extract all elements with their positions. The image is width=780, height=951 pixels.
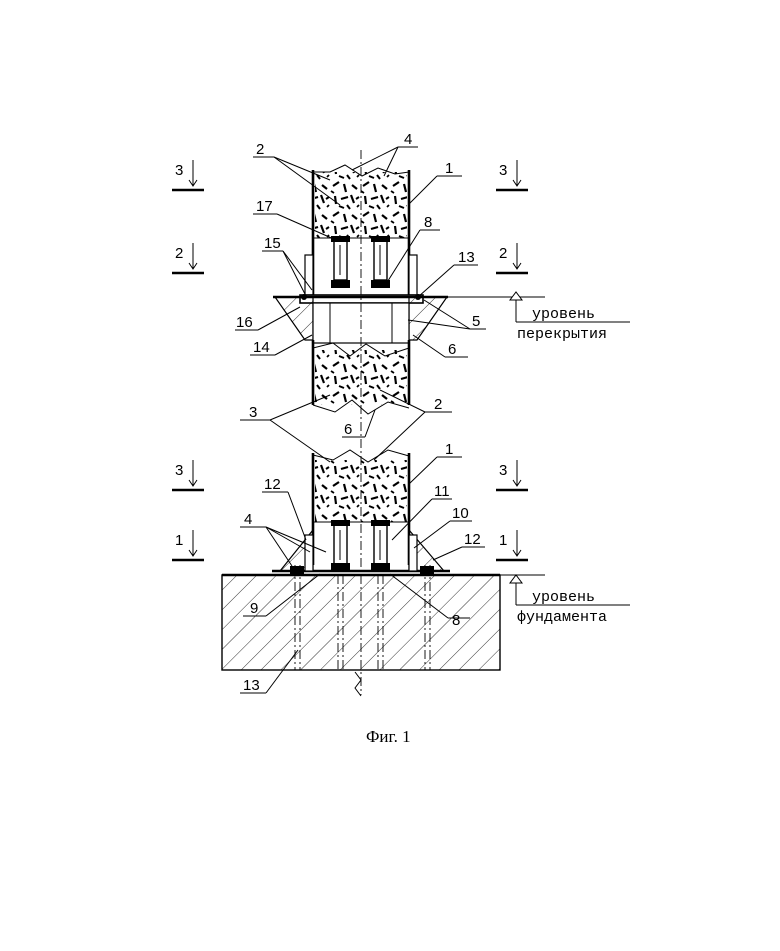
callout-8-lower: 8 bbox=[452, 612, 460, 629]
floor-joint bbox=[273, 294, 448, 343]
foundation-level-label-2: фундамента bbox=[517, 609, 607, 626]
section-mark-upper-right-3: 3 bbox=[496, 160, 528, 190]
callout-13-top: 13 bbox=[458, 249, 475, 266]
svg-text:1: 1 bbox=[175, 532, 183, 549]
section-mark-upper-right-2: 2 bbox=[496, 243, 528, 273]
floor-level-label-1: уровень bbox=[532, 306, 595, 323]
break-mark-bottom bbox=[355, 672, 361, 696]
callout-8-top: 8 bbox=[424, 214, 432, 231]
figure-caption: Фиг. 1 bbox=[366, 727, 411, 746]
callout-14: 14 bbox=[253, 339, 270, 356]
svg-text:3: 3 bbox=[175, 462, 183, 479]
callout-6-middle: 6 bbox=[344, 421, 352, 438]
callout-13-lower: 13 bbox=[243, 677, 260, 694]
foundation-level-mark: уровень фундамента bbox=[500, 575, 630, 626]
section-mark-lower-right-3: 3 bbox=[496, 460, 528, 490]
callout-2-middle: 2 bbox=[434, 396, 442, 413]
callout-6-upper: 6 bbox=[448, 341, 456, 358]
section-mark-lower-right-1: 1 bbox=[496, 530, 528, 560]
callout-5: 5 bbox=[472, 313, 480, 330]
svg-text:1: 1 bbox=[499, 532, 507, 549]
section-mark-lower-left-1: 1 bbox=[172, 530, 204, 560]
callout-12-right: 12 bbox=[464, 531, 481, 548]
callout-2-top: 2 bbox=[256, 141, 264, 158]
callout-3: 3 bbox=[249, 404, 257, 421]
callout-16: 16 bbox=[236, 314, 253, 331]
callout-10: 10 bbox=[452, 505, 469, 522]
callout-11: 11 bbox=[434, 483, 450, 500]
svg-text:2: 2 bbox=[175, 245, 183, 262]
svg-text:2: 2 bbox=[499, 245, 507, 262]
svg-text:3: 3 bbox=[499, 162, 507, 179]
callout-12-left: 12 bbox=[264, 476, 281, 493]
section-mark-lower-left-3: 3 bbox=[172, 460, 204, 490]
floor-level-label-2: перекрытия bbox=[517, 326, 607, 343]
callout-15: 15 bbox=[264, 235, 281, 252]
callout-17: 17 bbox=[256, 198, 273, 215]
section-mark-upper-left-3: 3 bbox=[172, 160, 204, 190]
svg-text:3: 3 bbox=[175, 162, 183, 179]
callout-4-lower: 4 bbox=[244, 511, 252, 528]
callout-1-top: 1 bbox=[445, 160, 453, 177]
svg-text:3: 3 bbox=[499, 462, 507, 479]
foundation-level-label-1: уровень bbox=[532, 589, 595, 606]
callout-1-lower: 1 bbox=[445, 441, 453, 458]
callout-9: 9 bbox=[250, 600, 258, 617]
callout-4-top: 4 bbox=[404, 131, 412, 148]
section-mark-upper-left-2: 2 bbox=[172, 243, 204, 273]
